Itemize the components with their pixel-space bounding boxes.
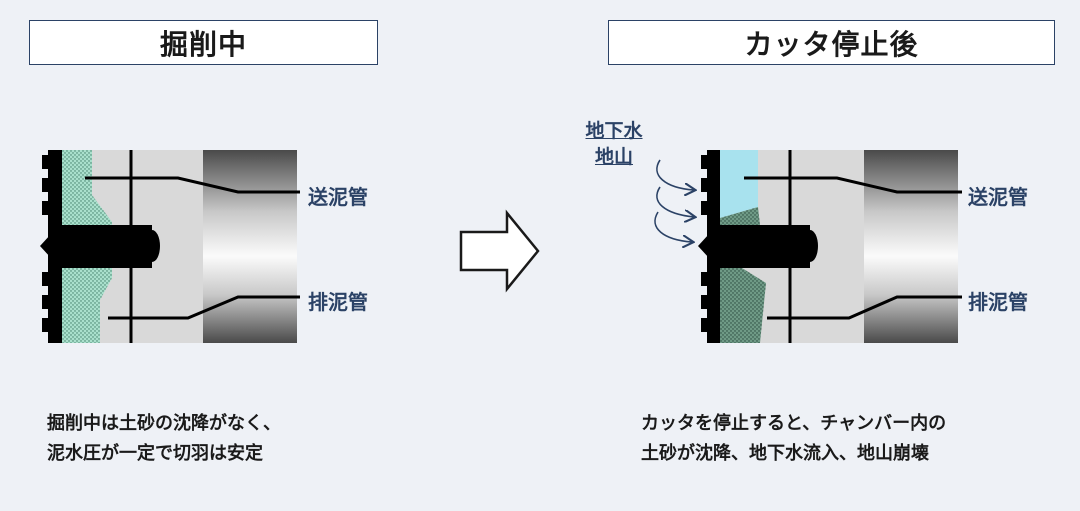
inflow-arrow-icon xyxy=(656,159,694,190)
right-caption: カッタを停止すると、チャンバー内の 土砂が沈降、地下水流入、地山崩壊 xyxy=(641,409,946,469)
left-cutter-face xyxy=(40,150,62,343)
groundwater-label-line1: 地下水 xyxy=(585,120,643,142)
right-cutter-face xyxy=(698,150,720,343)
left-caption-line1: 掘削中は土砂の沈降がなく、 xyxy=(47,413,281,434)
left-cutter-shaft xyxy=(62,225,152,268)
groundwater-label-line2: 地山 xyxy=(594,146,633,168)
right-discharge-pipe xyxy=(767,295,962,320)
left-caption: 掘削中は土砂の沈降がなく、 泥水圧が一定で切羽は安定 xyxy=(47,409,281,469)
left-shield-diagram xyxy=(40,150,300,343)
inflow-arrow-icon xyxy=(656,186,694,217)
left-shaft-cap xyxy=(144,230,160,262)
right-caption-line2: 土砂が沈降、地下水流入、地山崩壊 xyxy=(641,443,929,464)
title-after-cutter-stop: カッタ停止後 xyxy=(608,20,1055,65)
left-pipe-body xyxy=(203,150,297,343)
right-shield-diagram xyxy=(698,150,962,343)
right-groundwater-inflow xyxy=(720,150,758,218)
right-pipe-body xyxy=(864,150,958,343)
title-excavating-text: 掘削中 xyxy=(159,27,247,61)
right-discharge-pipe-label: 排泥管 xyxy=(968,290,1028,314)
left-discharge-pipe-label: 排泥管 xyxy=(308,290,368,314)
right-caption-line1: カッタを停止すると、チャンバー内の xyxy=(641,413,947,434)
left-supply-pipe xyxy=(85,176,300,194)
left-supply-pipe-label: 送泥管 xyxy=(308,185,368,209)
left-caption-line2: 泥水圧が一定で切羽は安定 xyxy=(47,443,263,464)
inflow-arrow-icon xyxy=(654,211,692,242)
right-shaft-cap xyxy=(802,230,818,262)
right-cutter-shaft xyxy=(720,225,810,268)
left-discharge-pipe xyxy=(108,295,300,320)
transition-arrow-icon xyxy=(459,209,540,293)
inflow-arrows xyxy=(654,159,694,242)
right-settled-sediment xyxy=(720,264,766,343)
title-after-cutter-stop-text: カッタ停止後 xyxy=(744,27,919,61)
groundwater-label: 地下水 地山 xyxy=(578,118,650,170)
right-supply-pipe-label: 送泥管 xyxy=(968,185,1028,209)
title-excavating: 掘削中 xyxy=(29,20,378,65)
right-supply-pipe xyxy=(744,176,962,194)
